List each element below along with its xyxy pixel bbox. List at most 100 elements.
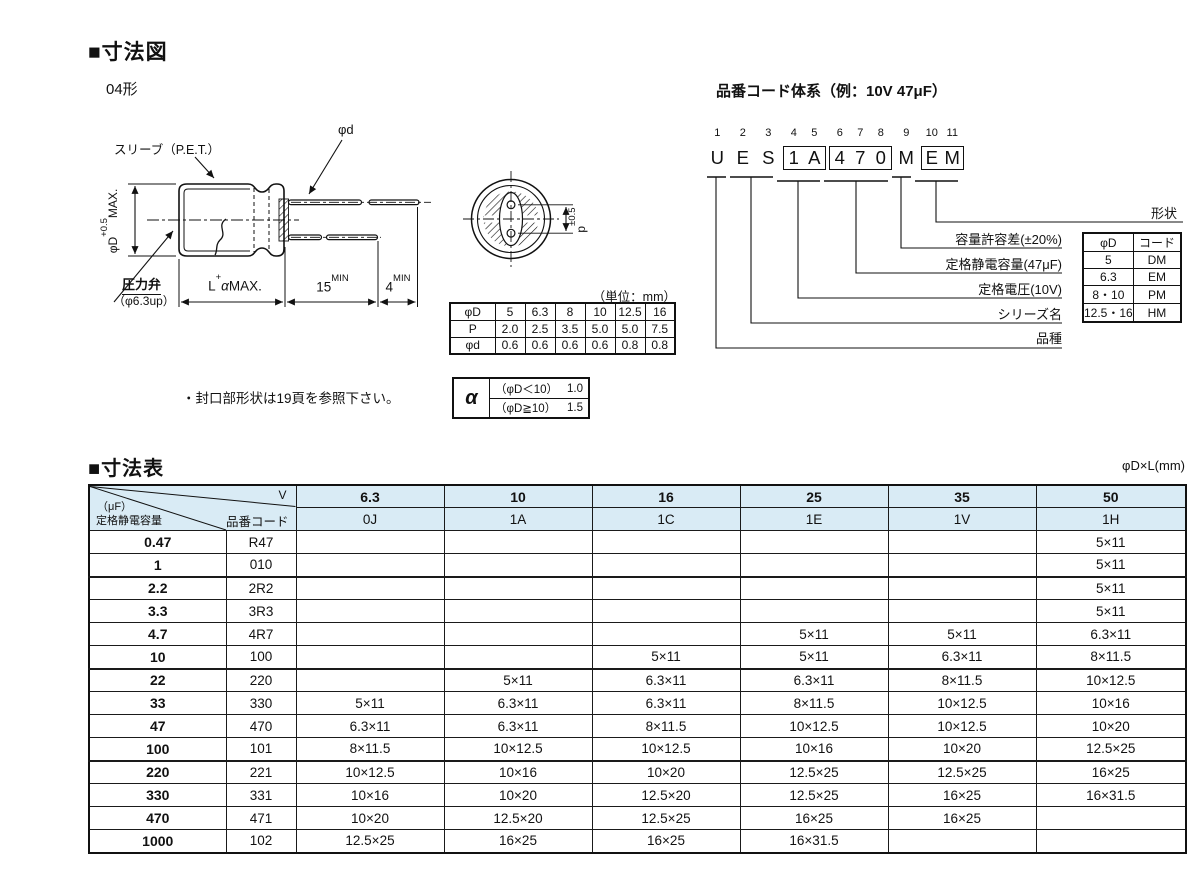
size-table-unit: φD×L(mm)	[1122, 458, 1185, 473]
size-cell: 5×11	[591, 645, 741, 670]
code-char: 0	[875, 147, 886, 168]
table-corner-cell: V 品番コード （μF） 定格静電容量	[88, 484, 297, 531]
value-cell: 0.8	[614, 336, 646, 355]
voltage-header: 16	[591, 484, 741, 509]
value-cell: 10	[584, 302, 616, 321]
size-cell: 10×12.5	[739, 714, 889, 738]
capacitance-cell: 4.7	[88, 622, 227, 646]
voltage-code-header: 1H	[1035, 507, 1187, 531]
size-cell: 12.5×25	[739, 760, 889, 784]
corner-cap-unit: （μF）	[97, 501, 133, 513]
size-cell: 12.5×20	[591, 783, 741, 807]
value-cell: 0.6	[494, 336, 526, 355]
size-cell: 10×16	[295, 783, 445, 807]
size-cell: 10×16	[1035, 691, 1187, 715]
part-code-cell: 221	[225, 760, 297, 784]
voltage-code-header: 0J	[295, 507, 445, 531]
part-code-cell: 330	[225, 691, 297, 715]
size-cell: 5×11	[739, 622, 889, 646]
value-cell: 7.5	[644, 319, 676, 338]
corner-diagonal-lines	[90, 486, 295, 530]
size-cell: 12.5×25	[887, 760, 1037, 784]
capacitance-cell: 1000	[88, 829, 227, 853]
body-length-dim-label: L+αMAX.	[208, 272, 262, 294]
size-cell: 12.5×20	[443, 806, 593, 830]
size-cell: 16×31.5	[739, 829, 889, 853]
size-cell: 10×12.5	[887, 691, 1037, 715]
shape-table-header-dia: φD	[1082, 232, 1134, 252]
part-code-cell: 471	[225, 806, 297, 830]
part-code-cell: 010	[225, 553, 297, 578]
part-code-title: 品番コード体系（例：10V 47μF）	[716, 83, 947, 100]
code-char: 1	[788, 147, 799, 168]
digit-number: 5	[811, 127, 818, 139]
value-cell: 0.6	[554, 336, 586, 355]
lead-length-dim-label: 15MIN	[316, 273, 349, 295]
size-cell	[887, 576, 1037, 600]
size-cell: 8×11.5	[591, 714, 741, 738]
capacitance-cell: 100	[88, 737, 227, 762]
code-char: A	[808, 147, 821, 168]
voltage-code-header: 1C	[591, 507, 741, 531]
size-cell	[443, 599, 593, 623]
value-cell: 0.8	[644, 336, 676, 355]
voltage-code-header: 1V	[887, 507, 1037, 531]
size-cell: 10×20	[887, 737, 1037, 762]
size-cell: 6.3×11	[591, 691, 741, 715]
size-cell: 8×11.5	[887, 668, 1037, 692]
size-cell: 8×11.5	[295, 737, 445, 762]
size-cell: 10×12.5	[887, 714, 1037, 738]
size-cell	[887, 829, 1037, 853]
size-cell: 16×25	[887, 783, 1037, 807]
size-cell: 5×11	[1035, 576, 1187, 600]
size-cell: 16×25	[443, 829, 593, 853]
value-cell: 2.5	[524, 319, 556, 338]
size-cell	[443, 530, 593, 554]
value-cell: 16	[644, 302, 676, 321]
size-cell	[443, 576, 593, 600]
size-cell: 16×25	[1035, 760, 1187, 784]
row-label: φD	[449, 302, 496, 321]
digit-number: 3	[765, 127, 772, 139]
value-cell: 8	[554, 302, 586, 321]
voltage-code-header: 1A	[443, 507, 593, 531]
size-cell: 6.3×11	[295, 714, 445, 738]
digit-number: 10	[925, 127, 938, 139]
size-cell	[887, 553, 1037, 578]
size-cell: 12.5×25	[591, 806, 741, 830]
lead-diameter-label: φd	[338, 122, 354, 137]
unit-note: （単位：mm）	[592, 290, 676, 304]
size-cell: 16×25	[739, 806, 889, 830]
size-cell: 12.5×25	[295, 829, 445, 853]
size-cell: 10×20	[295, 806, 445, 830]
size-cell: 5×11	[739, 645, 889, 670]
code-cell: DM	[1132, 251, 1182, 269]
part-code-cell: 100	[225, 645, 297, 670]
size-cell: 16×31.5	[1035, 783, 1187, 807]
voltage-header: 35	[887, 484, 1037, 509]
size-cell: 5×11	[443, 668, 593, 692]
corner-code-label: 品番コード	[225, 515, 289, 529]
code-meaning-category: 品種	[1035, 331, 1062, 346]
size-cell	[295, 622, 445, 646]
size-cell	[443, 622, 593, 646]
value-cell: 3.5	[554, 319, 586, 338]
size-cell	[443, 553, 593, 578]
capacitance-cell: 3.3	[88, 599, 227, 623]
capacitance-cell: 470	[88, 806, 227, 830]
type-04-label: 04形	[106, 81, 138, 98]
size-cell: 12.5×25	[739, 783, 889, 807]
dimension-figure-heading: ■寸法図	[88, 41, 168, 64]
value-cell: 5.0	[614, 319, 646, 338]
